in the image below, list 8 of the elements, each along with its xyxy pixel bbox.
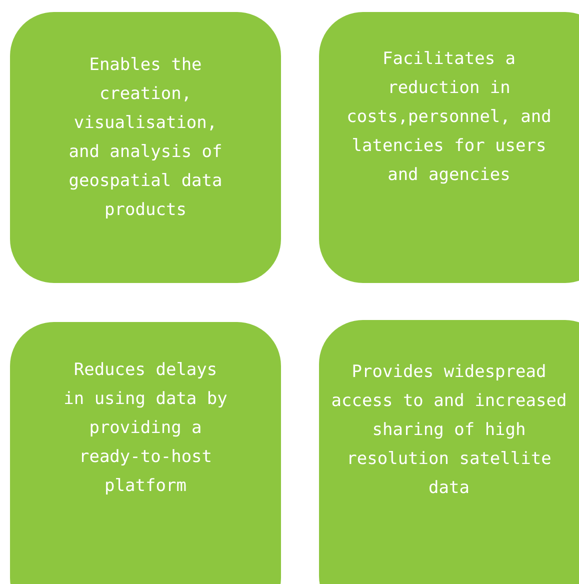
- rounded-box: [10, 12, 281, 283]
- rounded-box: [319, 320, 579, 584]
- rounded-box: [319, 12, 579, 283]
- box-text: Reduces delays in using data by providing a ready-to-host platform: [62, 358, 228, 498]
- box-text: Facilitates a reduction in costs,personnel, and latencies for users and agencies: [346, 48, 552, 187]
- box-text: Enables the creation, visualisation, and analysis of geospatial data products: [68, 54, 224, 222]
- rounded-box: [10, 322, 281, 584]
- box-text: Provides widespread access to and increased sharing of high resolution satellite data: [330, 360, 568, 500]
